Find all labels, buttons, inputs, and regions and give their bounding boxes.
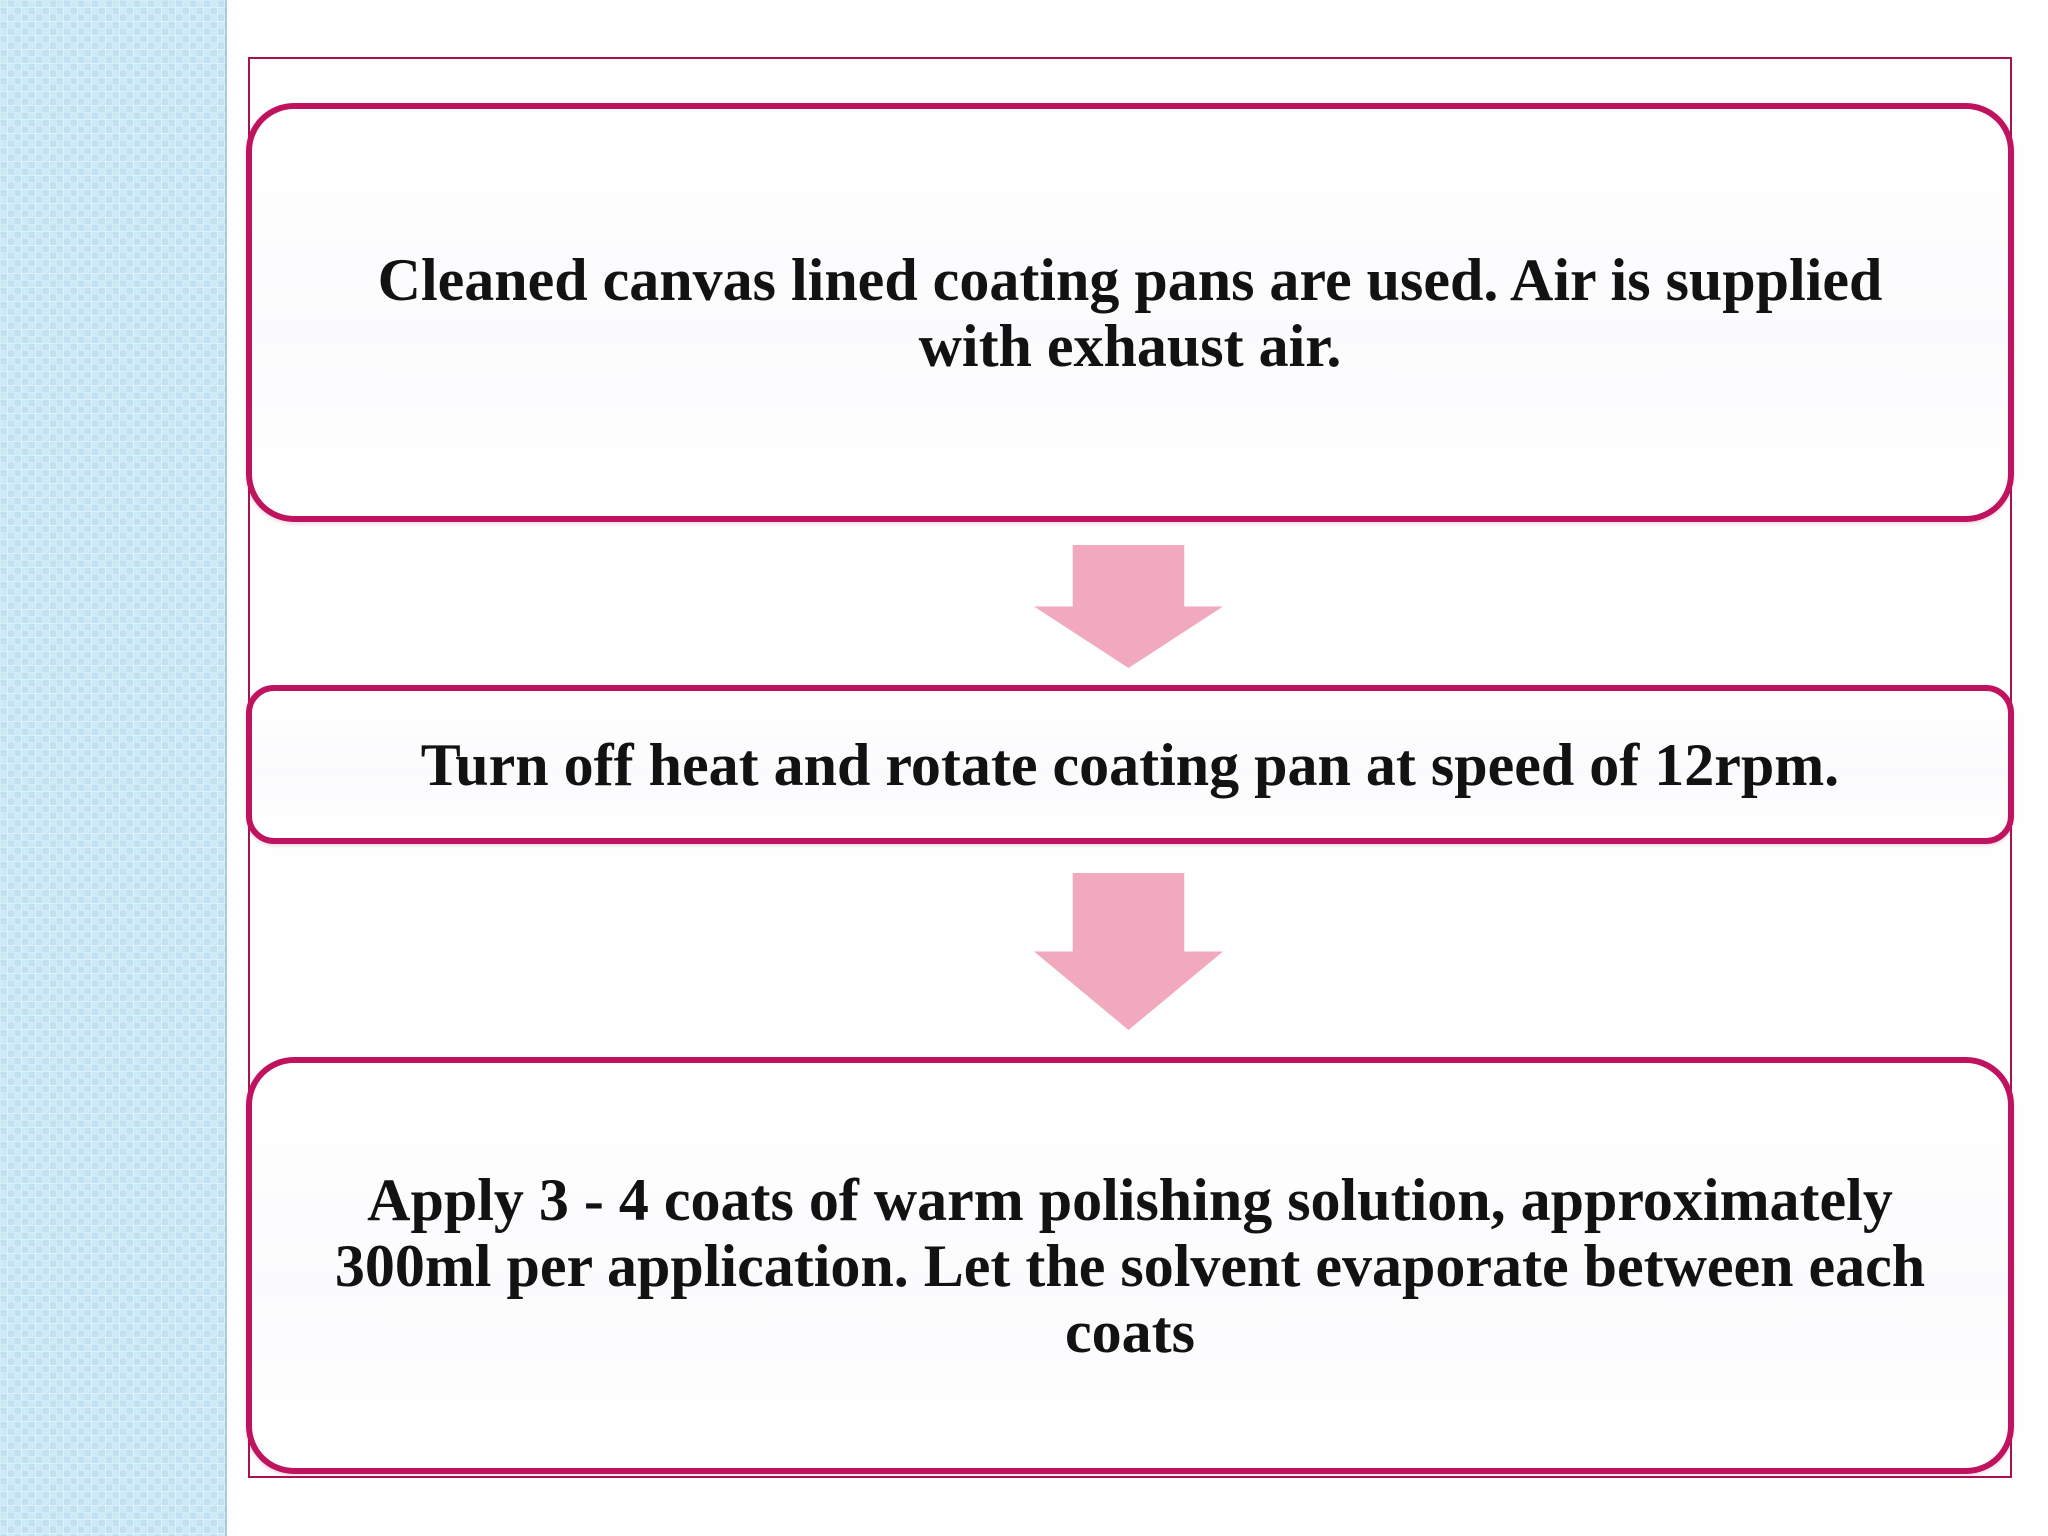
- flow-step-box-1: Cleaned canvas lined coating pans are us…: [246, 103, 2014, 522]
- flow-step-2-text: Turn off heat and rotate coating pan at …: [420, 731, 1840, 798]
- flow-step-3-text: Apply 3 - 4 coats of warm polishing solu…: [334, 1166, 1926, 1365]
- decorative-sidebar: [0, 0, 227, 1536]
- flow-step-box-3: Apply 3 - 4 coats of warm polishing solu…: [246, 1057, 2014, 1474]
- flow-step-box-2: Turn off heat and rotate coating pan at …: [246, 685, 2014, 844]
- flow-step-1-text: Cleaned canvas lined coating pans are us…: [377, 246, 1883, 379]
